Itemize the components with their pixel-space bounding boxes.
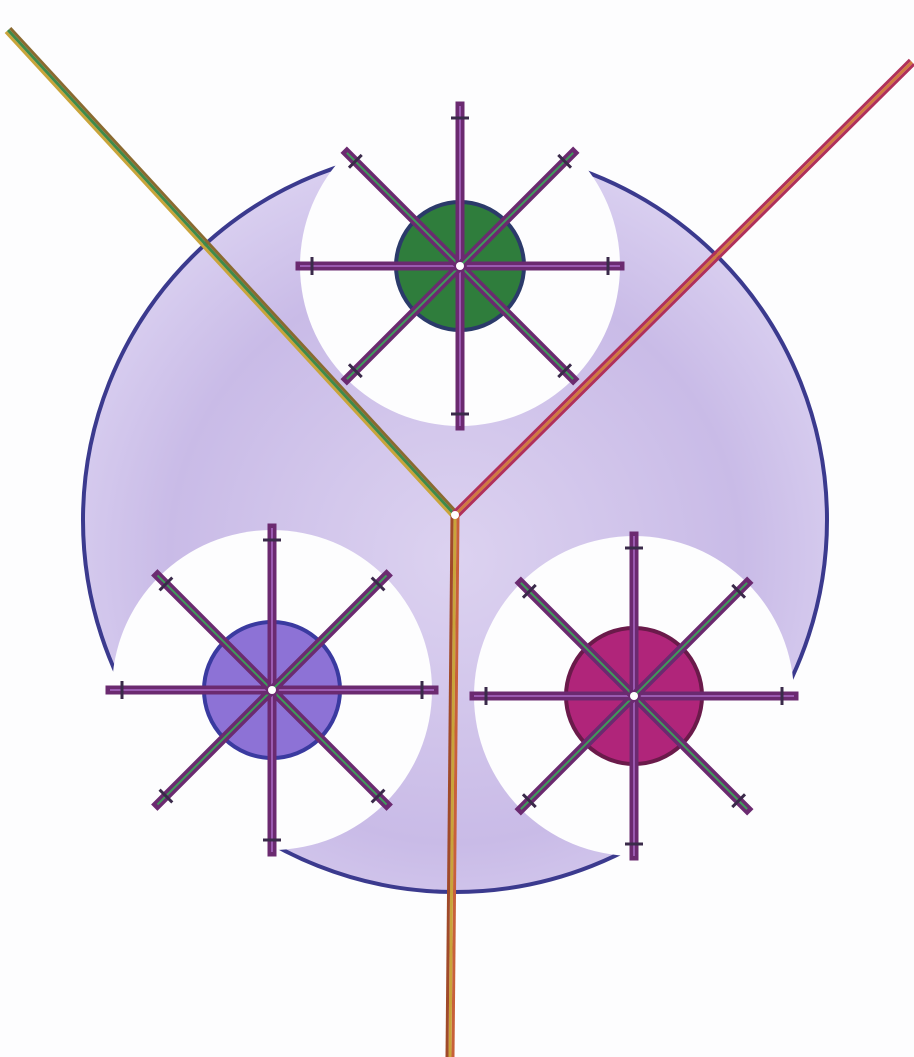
wheel-center-dot <box>630 692 638 700</box>
wheel-center-dot <box>456 262 464 270</box>
wheel-right <box>474 536 794 856</box>
wheel-top <box>300 106 620 426</box>
wheel-left <box>110 528 434 852</box>
junction-dot <box>451 511 459 519</box>
wheel-center-dot <box>268 686 276 694</box>
